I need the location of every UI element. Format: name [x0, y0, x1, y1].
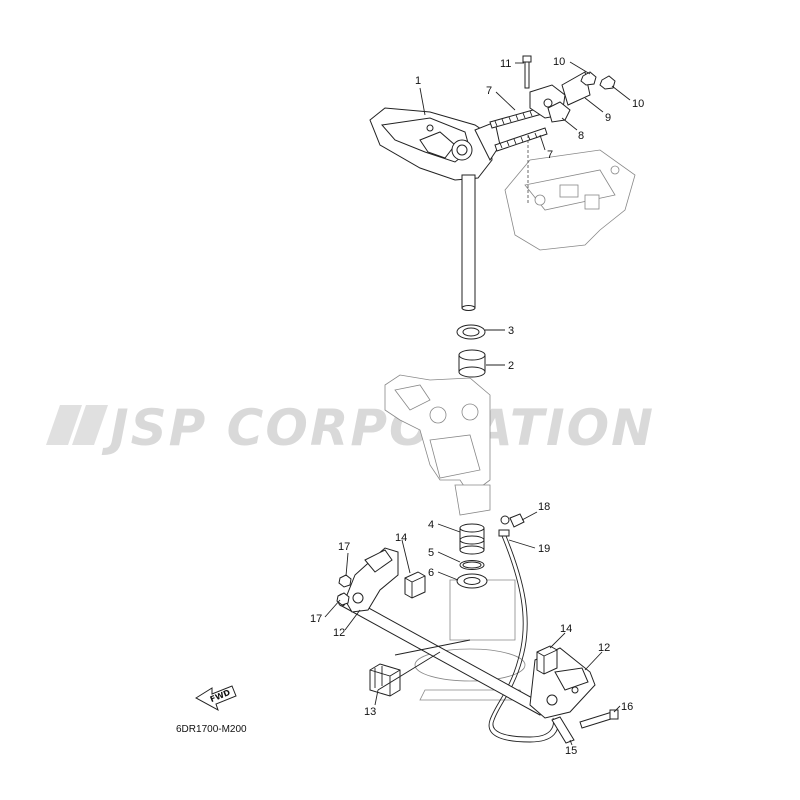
nut-10-b[interactable] [599, 75, 616, 90]
callout-18: 18 [538, 501, 550, 513]
nut-10-a[interactable] [580, 71, 597, 86]
bolt-11[interactable] [522, 55, 532, 89]
callout-17-upper: 17 [338, 541, 350, 553]
callout-10-b: 10 [632, 98, 644, 110]
bolt-17-lower[interactable] [336, 592, 350, 606]
pad-14-right[interactable] [536, 645, 558, 675]
bushing-4[interactable] [459, 523, 485, 555]
hose-19[interactable] [488, 529, 559, 743]
callout-8: 8 [578, 130, 584, 142]
callout-16: 16 [621, 701, 633, 713]
o-ring-5[interactable] [459, 560, 485, 570]
bolt-16[interactable] [579, 709, 619, 729]
fwd-arrow-icon: FWD [195, 685, 237, 712]
steering-handle[interactable] [369, 107, 501, 181]
watermark: JSP CORPORATION [46, 399, 655, 457]
leader-lines [324, 61, 631, 746]
bolt-15[interactable] [551, 716, 575, 744]
callout-14-right: 14 [560, 623, 572, 635]
callout-12-left: 12 [333, 627, 345, 639]
seal-6[interactable] [456, 573, 488, 589]
callout-5: 5 [428, 547, 434, 559]
callout-1: 1 [415, 75, 421, 87]
bushing-3[interactable] [456, 324, 486, 340]
callout-numbers: 1 2 3 4 5 6 7 7 8 9 10 10 11 12 12 13 14… [310, 56, 644, 757]
bolt-7-lower[interactable] [494, 127, 548, 152]
callout-2: 2 [508, 360, 514, 372]
callout-7-lower: 7 [547, 149, 553, 161]
callout-6: 6 [428, 567, 434, 579]
bolt-17-upper[interactable] [338, 574, 352, 588]
callout-14-left: 14 [395, 532, 407, 544]
watermark-text: JSP CORPORATION [101, 399, 655, 457]
callout-17-lower: 17 [310, 613, 322, 625]
block-13[interactable] [369, 663, 401, 697]
swivel-bracket-ghost [384, 374, 491, 516]
callout-19: 19 [538, 543, 550, 555]
callout-7-upper: 7 [486, 85, 492, 97]
callout-13: 13 [364, 706, 376, 718]
callout-15: 15 [565, 745, 577, 757]
clamp-bracket-12-left[interactable] [344, 547, 399, 613]
pad-14-left[interactable] [404, 571, 426, 599]
fitting-18[interactable] [500, 513, 525, 528]
friction-piece-8[interactable] [529, 84, 571, 123]
steering-shaft [461, 174, 476, 311]
callout-11: 11 [500, 58, 511, 70]
bushing-2[interactable] [458, 349, 486, 378]
callout-12-right: 12 [598, 642, 610, 654]
bracket-plate-ghost [504, 149, 636, 251]
callout-9: 9 [605, 112, 611, 124]
callout-4: 4 [428, 519, 434, 531]
callout-10-a: 10 [553, 56, 565, 68]
diagram-code: 6DR1700-M200 [176, 724, 247, 735]
callout-3: 3 [508, 325, 514, 337]
